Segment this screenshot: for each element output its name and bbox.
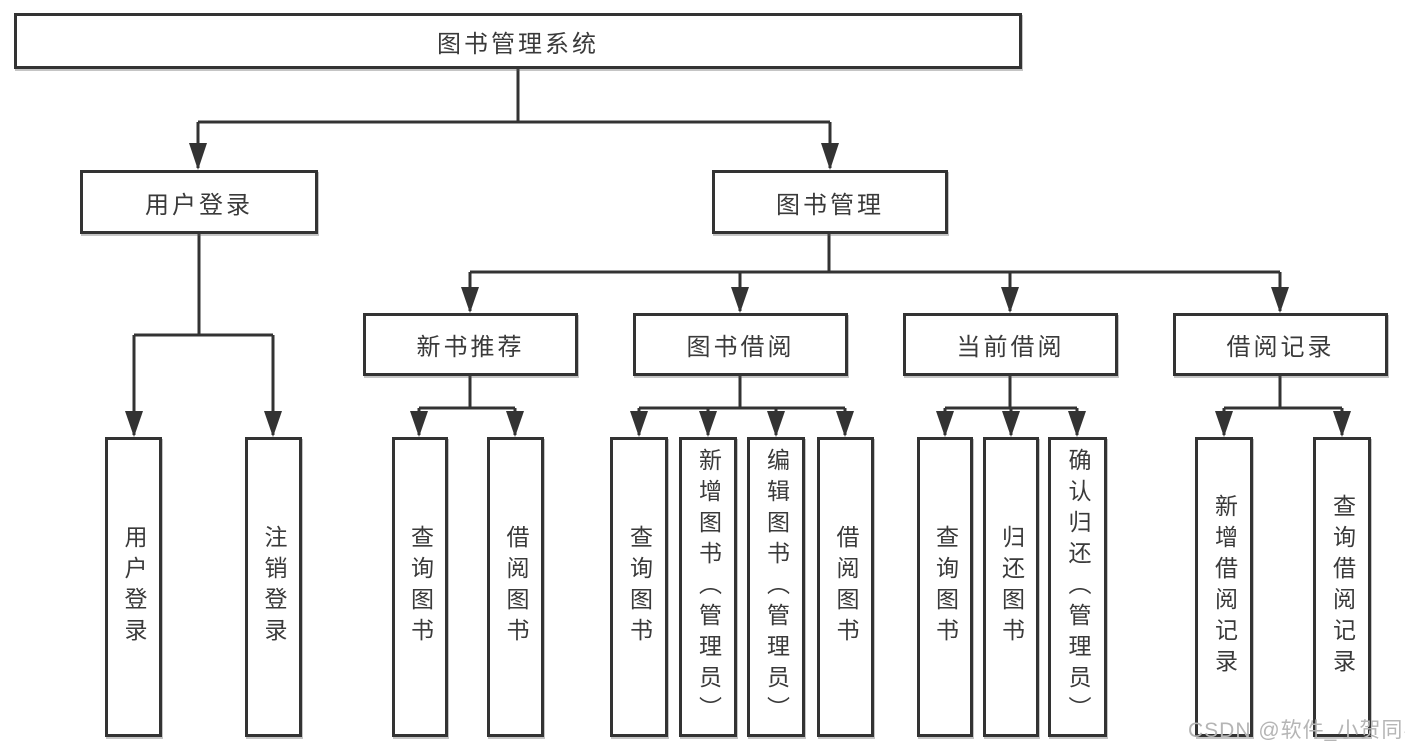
leaf-add-book-admin: 新增图书（管理员） xyxy=(679,437,737,737)
leaf-borrow-books-recommend: 借阅图书 xyxy=(487,437,544,737)
leaf-query-books-recommend: 查询图书 xyxy=(392,437,448,737)
leaf-query-books-borrowing-label: 查询图书 xyxy=(626,525,653,649)
node-book-management-branch: 图书管理 xyxy=(712,170,948,234)
leaf-borrow-books: 借阅图书 xyxy=(817,437,874,737)
leaf-edit-book-admin-label: 编辑图书（管理员） xyxy=(763,447,790,727)
arrowheads xyxy=(125,143,1351,437)
leaf-user-login-label: 用户登录 xyxy=(121,525,147,649)
leaf-confirm-return-admin: 确认归还（管理员） xyxy=(1048,437,1107,737)
leaf-borrow-books-label: 借阅图书 xyxy=(833,525,859,649)
node-library-management-system: 图书管理系统 xyxy=(14,13,1022,69)
leaf-add-borrow-record-label: 新增借阅记录 xyxy=(1211,494,1238,680)
node-borrowing-records: 借阅记录 xyxy=(1173,313,1388,376)
leaf-confirm-return-admin-label: 确认归还（管理员） xyxy=(1065,447,1091,727)
leaf-return-books: 归还图书 xyxy=(983,437,1039,737)
leaf-query-borrow-record-label: 查询借阅记录 xyxy=(1329,494,1356,680)
leaf-borrow-books-recommend-label: 借阅图书 xyxy=(503,525,529,649)
leaf-add-borrow-record: 新增借阅记录 xyxy=(1195,437,1253,737)
leaf-query-books-recommend-label: 查询图书 xyxy=(407,525,434,649)
leaf-user-login: 用户登录 xyxy=(105,437,162,737)
node-book-borrowing: 图书借阅 xyxy=(633,313,848,376)
node-user-login-branch: 用户登录 xyxy=(80,170,318,234)
leaf-logout: 注销登录 xyxy=(245,437,302,737)
leaf-add-book-admin-label: 新增图书（管理员） xyxy=(695,447,722,727)
leaf-query-borrow-record: 查询借阅记录 xyxy=(1313,437,1371,737)
node-current-borrowing: 当前借阅 xyxy=(903,313,1118,376)
leaf-query-books-current-label: 查询图书 xyxy=(932,525,959,649)
node-new-book-recommendation: 新书推荐 xyxy=(363,313,578,376)
leaf-return-books-label: 归还图书 xyxy=(998,525,1025,649)
leaf-logout-label: 注销登录 xyxy=(261,525,287,649)
leaf-edit-book-admin: 编辑图书（管理员） xyxy=(747,437,805,737)
leaf-query-books-borrowing: 查询图书 xyxy=(610,437,668,737)
leaf-query-books-current: 查询图书 xyxy=(917,437,973,737)
watermark: CSDN @软件_小贺同学 xyxy=(1188,719,1405,742)
